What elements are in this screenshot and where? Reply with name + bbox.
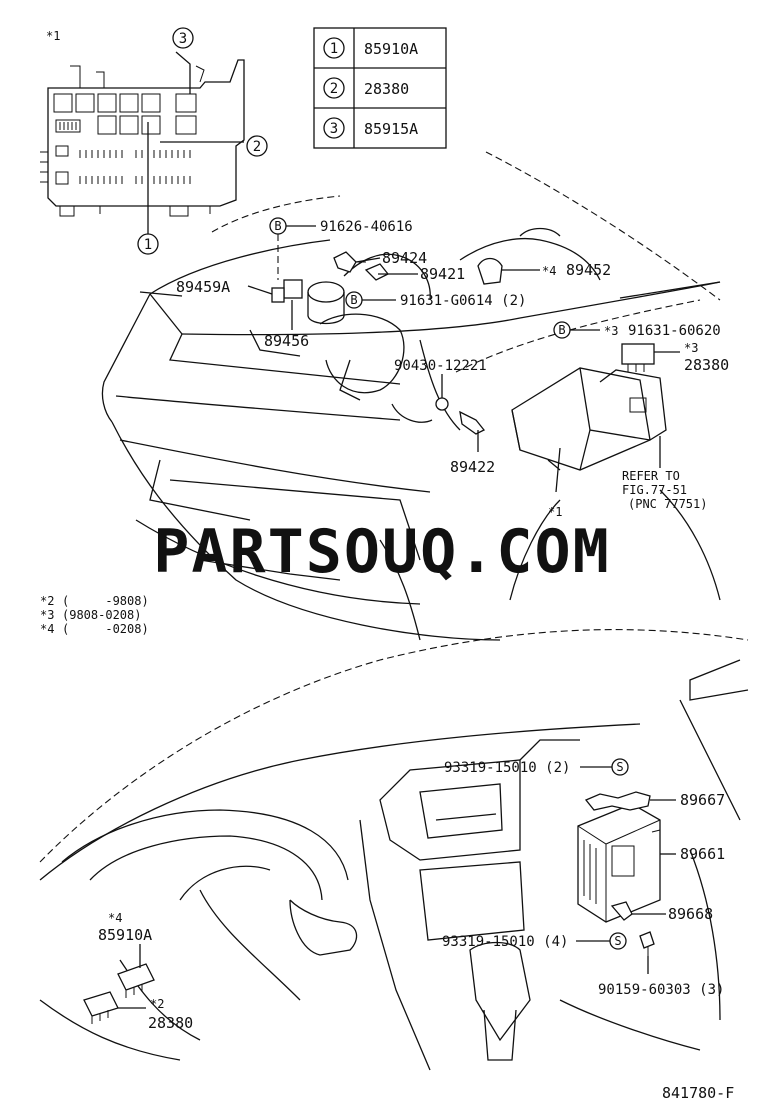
bolt-marker-b1: B xyxy=(269,217,287,235)
svg-text:( -9808): ( -9808) xyxy=(62,594,149,608)
relay-85910A-part xyxy=(117,963,155,998)
svg-text:S: S xyxy=(616,760,623,774)
bolt-marker-b2: B xyxy=(345,291,363,309)
label-85910A: 85910A xyxy=(98,926,152,944)
dashboard-outline xyxy=(39,629,749,1071)
svg-text:B: B xyxy=(350,293,357,307)
label-90159-60303: 90159-60303 (3) xyxy=(598,982,724,998)
label-91631-60620: 91631-60620 xyxy=(628,323,721,339)
label-89456: 89456 xyxy=(264,332,309,350)
refer-line-2: FIG.77-51 xyxy=(622,483,687,497)
label-90430-12221: 90430-12221 xyxy=(394,358,487,374)
svg-text:1: 1 xyxy=(330,41,338,57)
relay-28380-part xyxy=(621,343,655,372)
inset-callout-3: 3 xyxy=(172,27,194,49)
svg-text:*3: *3 xyxy=(40,608,54,622)
label-89424: 89424 xyxy=(382,249,427,267)
svg-text:( -0208): ( -0208) xyxy=(62,622,149,636)
label-89422: 89422 xyxy=(450,458,495,476)
label-85910A-star: *4 xyxy=(108,911,122,925)
label-91631-G0614: 91631-G0614 (2) xyxy=(400,293,526,309)
label-89667: 89667 xyxy=(680,791,725,809)
fuse-rows xyxy=(55,145,191,185)
relay-cells xyxy=(53,93,197,135)
ecu-bracket xyxy=(511,367,667,493)
label-93319-15010-2: 93319-15010 (2) xyxy=(444,760,570,776)
diagram-code: 841780-F xyxy=(662,1084,734,1102)
svg-text:*4: *4 xyxy=(40,622,54,636)
bolt-marker-s2: S xyxy=(609,932,627,950)
refer-line-1: REFER TO xyxy=(622,469,680,483)
vehicle-front-outline xyxy=(101,151,721,641)
bracket-89667-part xyxy=(584,791,651,811)
svg-text:2: 2 xyxy=(330,81,338,97)
legend-row-2: 2 28380 xyxy=(323,77,409,99)
watermark: PARTSOUQ.COM xyxy=(153,517,610,587)
svg-text:2: 2 xyxy=(253,139,261,155)
label-star-1: *1 xyxy=(548,505,562,519)
label-28380-lower-star: *2 xyxy=(150,997,164,1011)
interior-leader-lines xyxy=(118,766,676,1009)
refer-line-3: (PNC 77751) xyxy=(628,497,707,511)
legend-row-1: 1 85910A xyxy=(323,37,418,59)
label-93319-15010-4: 93319-15010 (4) xyxy=(442,934,568,950)
inset-star-label: *1 xyxy=(46,29,60,43)
inset-callout-1: 1 xyxy=(137,233,159,255)
bolt-90159-part xyxy=(639,931,655,956)
label-91626-40616: 91626-40616 xyxy=(320,219,413,235)
label-89421: 89421 xyxy=(420,265,465,283)
legend-table: 1 85910A 2 28380 3 85915A xyxy=(313,27,447,149)
relay-block-inset: *1 xyxy=(40,27,268,255)
legend-row-3: 3 85915A xyxy=(323,117,418,139)
relay-28380-lower-part xyxy=(83,991,119,1024)
bolt-marker-b3: B xyxy=(553,321,571,339)
label-89459A: 89459A xyxy=(176,278,230,296)
inset-callout-2: 2 xyxy=(246,135,268,157)
label-28380: 28380 xyxy=(684,356,729,374)
label-89668: 89668 xyxy=(668,905,713,923)
svg-text:85910A: 85910A xyxy=(364,40,418,58)
svg-text:S: S xyxy=(614,934,621,948)
svg-text:B: B xyxy=(558,323,565,337)
label-28380-star: *3 xyxy=(684,341,698,355)
svg-text:85915A: 85915A xyxy=(364,120,418,138)
svg-text:*2: *2 xyxy=(40,594,54,608)
svg-text:3: 3 xyxy=(330,121,338,137)
bolt-marker-s1: S xyxy=(611,758,629,776)
svg-text:B: B xyxy=(274,219,281,233)
label-89661: 89661 xyxy=(680,845,725,863)
label-89452: 89452 xyxy=(566,261,611,279)
svg-text:3: 3 xyxy=(179,31,187,47)
svg-text:(9808-0208): (9808-0208) xyxy=(62,608,141,622)
svg-text:28380: 28380 xyxy=(364,80,409,98)
engine-leader-lines xyxy=(247,225,680,452)
svg-text:1: 1 xyxy=(144,237,152,253)
engine-small-parts xyxy=(271,251,503,435)
label-89452-star: *4 xyxy=(542,264,556,278)
label-28380-lower: 28380 xyxy=(148,1014,193,1032)
applicability-notes: *2 ( -9808) *3 (9808-0208) *4 ( -0208) xyxy=(40,594,149,636)
label-91631-60620-star: *3 xyxy=(604,324,618,338)
